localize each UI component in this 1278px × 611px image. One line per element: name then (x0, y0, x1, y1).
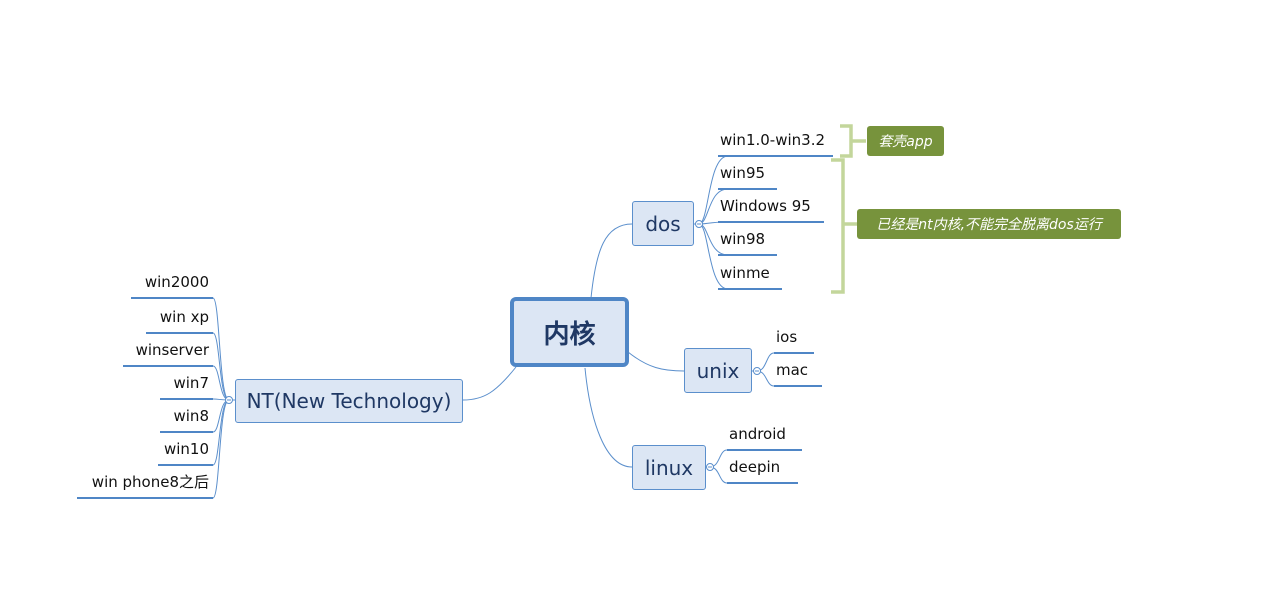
topic-linux[interactable]: linux (632, 445, 706, 490)
nt-kernel-bracket (831, 158, 845, 294)
topic-dos-label: dos (645, 211, 681, 236)
topic-nt-label: NT(New Technology) (246, 389, 452, 413)
summary-shell-app[interactable]: 套壳app (867, 126, 944, 156)
subtopic-item[interactable]: win98 (718, 226, 777, 256)
shell-bracket (840, 124, 853, 158)
subtopic-item[interactable]: win2000 (131, 269, 213, 299)
topic-unix[interactable]: unix (684, 348, 752, 393)
subtopic-item[interactable]: android (727, 421, 802, 451)
subtopic-item[interactable]: mac (774, 357, 822, 387)
subtopic-item[interactable]: win95 (718, 160, 777, 190)
summary-nt-kernel-label: 已经是nt内核,不能完全脱离dos运行 (876, 217, 1102, 233)
topic-unix-label: unix (696, 358, 740, 383)
central-topic-label: 内核 (543, 319, 596, 350)
subtopic-item[interactable]: deepin (727, 454, 798, 484)
subtopic-item[interactable]: winme (718, 260, 782, 290)
subtopic-item[interactable]: win phone8之后 (77, 469, 213, 499)
subtopic-item[interactable]: Windows 95 (718, 193, 824, 223)
subtopic-item[interactable]: win7 (160, 370, 213, 400)
central-topic[interactable]: 内核 (510, 297, 629, 367)
subtopic-item[interactable]: win8 (160, 403, 213, 433)
summary-shell-app-label: 套壳app (878, 134, 933, 150)
subtopic-item[interactable]: winserver (123, 337, 213, 367)
subtopic-item[interactable]: win10 (158, 436, 213, 466)
topic-nt[interactable]: NT(New Technology) (235, 379, 463, 423)
summary-nt-kernel[interactable]: 已经是nt内核,不能完全脱离dos运行 (857, 209, 1121, 239)
topic-linux-label: linux (644, 455, 694, 480)
subtopic-item[interactable]: win xp (146, 304, 213, 334)
subtopic-item[interactable]: ios (774, 324, 814, 354)
topic-dos[interactable]: dos (632, 201, 694, 246)
subtopic-item[interactable]: win1.0-win3.2 (718, 127, 833, 157)
